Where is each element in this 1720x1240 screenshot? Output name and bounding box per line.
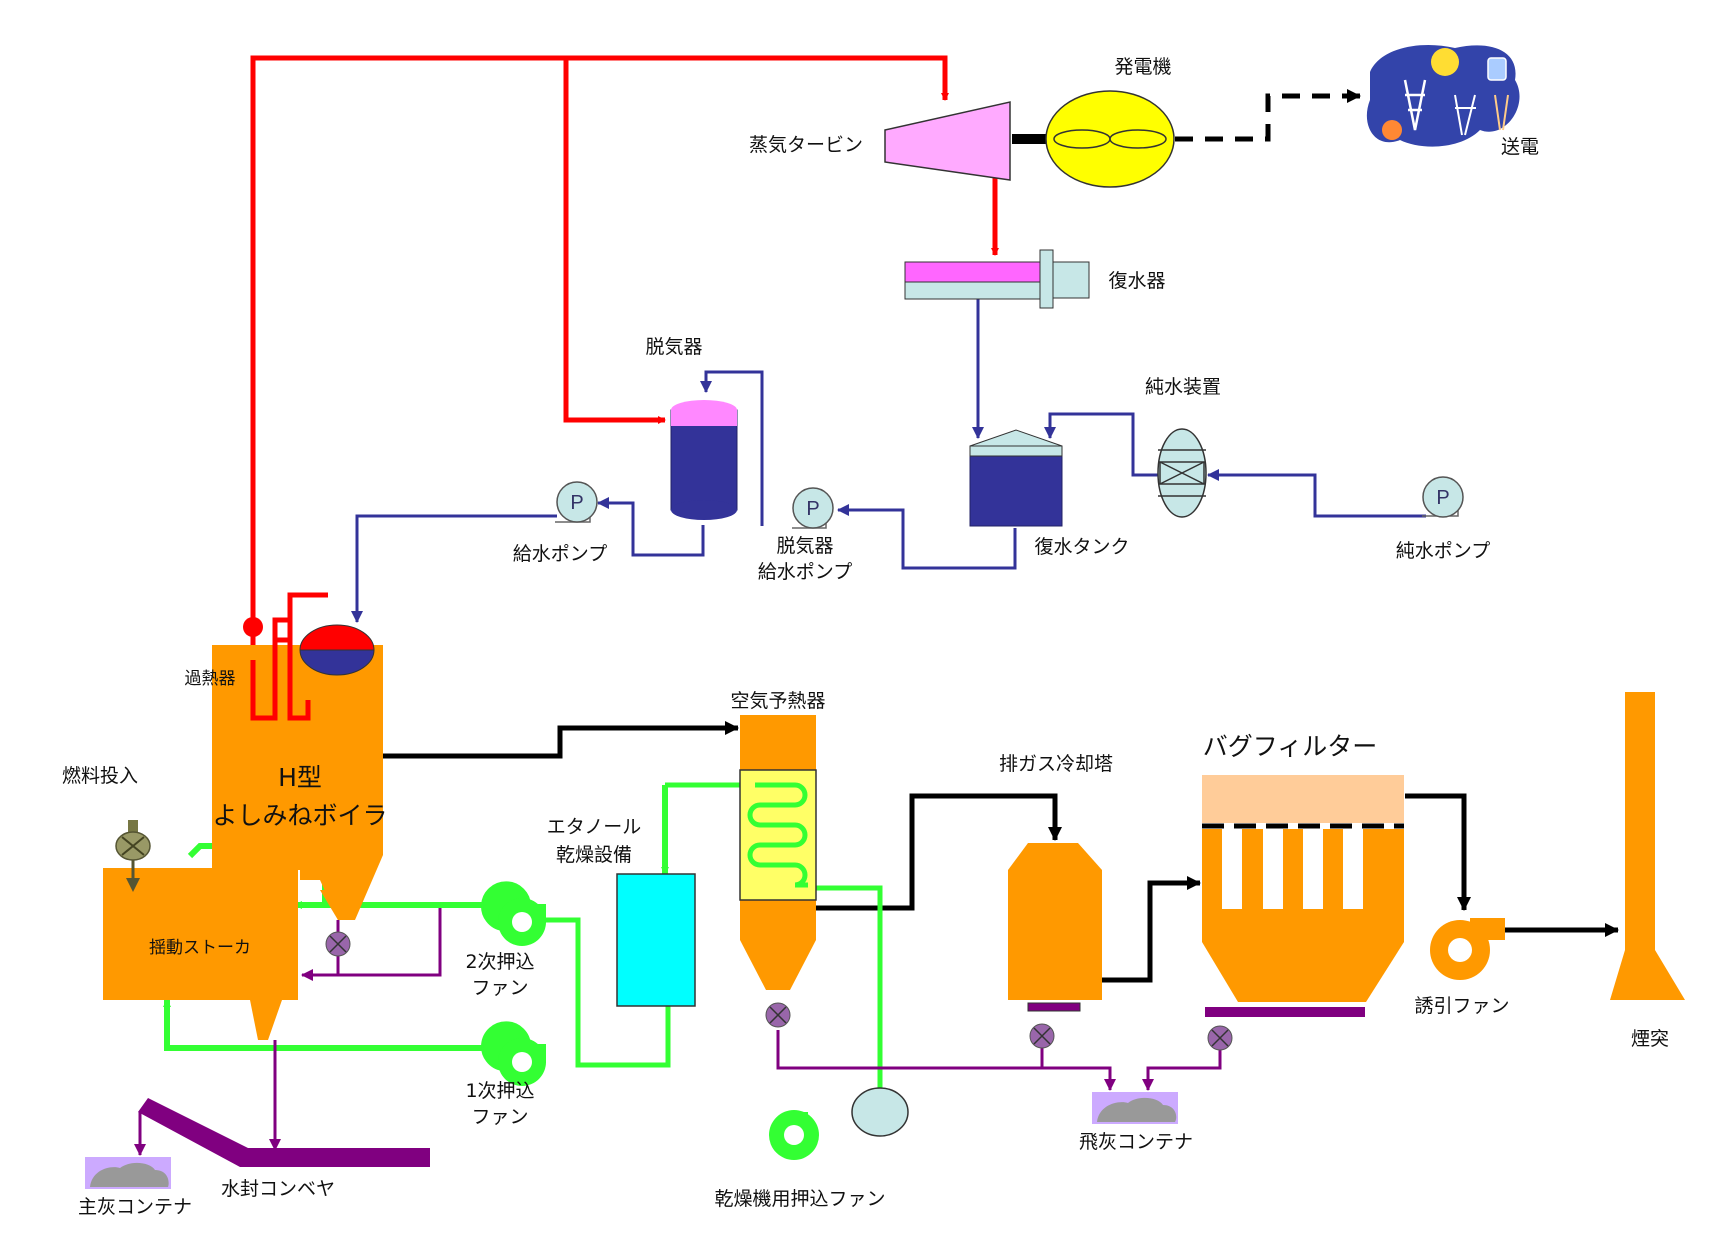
- condenser-end: [1052, 261, 1090, 299]
- label-pure-water-pump: 純水ポンプ: [1396, 540, 1490, 562]
- deaerator-feed-pump-symbol: P: [806, 498, 819, 520]
- dryer-fan-silencer: [851, 1087, 909, 1137]
- label-water-seal-conveyor: 水封コンベヤ: [221, 1178, 335, 1200]
- preheater-ash-valve-icon: [765, 1002, 791, 1028]
- label-stoker: 揺動ストーカ: [149, 938, 251, 958]
- water-line-deaerator-feedpump: [597, 497, 705, 557]
- air-secondary-feed: [540, 917, 671, 1068]
- main-ash-container: [85, 1157, 171, 1189]
- feed-pump-icon: P: [555, 481, 598, 523]
- label-induced-fan: 誘引ファン: [1414, 995, 1509, 1017]
- ethanol-dryer: [616, 873, 696, 1007]
- label-ethanol-dryer-line2: 乾燥設備: [556, 844, 632, 866]
- induced-fan-icon: [1430, 918, 1505, 980]
- label-deaerator-feed-pump-line2: 給水ポンプ: [758, 561, 852, 583]
- power-transmission-icon: [1366, 45, 1520, 147]
- label-superheater: 過熱器: [185, 669, 236, 689]
- label-chimney: 煙突: [1631, 1028, 1669, 1050]
- bagfilter-ash-valve-icon: [1207, 1025, 1233, 1051]
- water-line-tank-deaerator-pump: [837, 504, 1017, 570]
- water-line-purepump-unit: [1207, 469, 1426, 518]
- label-condenser: 復水器: [1108, 270, 1165, 292]
- fly-ash-container: [1092, 1092, 1178, 1124]
- transmission-line: [1175, 89, 1361, 142]
- flue-boiler-airpreheater: [383, 721, 739, 759]
- label-primary-fan-line2: ファン: [471, 1106, 528, 1128]
- label-dryer-fan: 乾燥機用押込ファン: [714, 1188, 885, 1210]
- condenser-pink: [904, 261, 1046, 283]
- chimney: [1610, 692, 1685, 1000]
- deaerator: [670, 400, 738, 520]
- cooler-ash-valve-icon: [1029, 1023, 1055, 1049]
- pure-water-unit: [1157, 428, 1207, 518]
- generator-windings-icon: [1053, 129, 1167, 149]
- deaerator-feed-pump-icon: P: [792, 487, 834, 529]
- water-lines: [351, 298, 1426, 623]
- label-transmission: 送電: [1501, 136, 1539, 158]
- label-boiler-line1: H型: [278, 763, 322, 792]
- condensate-tank: [969, 429, 1063, 527]
- label-flue-gas-cooler: 排ガス冷却塔: [999, 753, 1113, 775]
- condenser-flange: [1039, 249, 1054, 309]
- steam-line-main: [250, 55, 949, 626]
- condenser-body: [904, 281, 1046, 300]
- label-fuel-input: 燃料投入: [62, 765, 138, 787]
- flue-gas-cooler: [1008, 843, 1102, 1012]
- water-seal-conveyor: [138, 1098, 430, 1167]
- label-main-ash-container: 主灰コンテナ: [78, 1196, 192, 1218]
- water-line-pump-deaerator: [700, 370, 764, 526]
- flue-bagfilter-fan: [1405, 793, 1471, 911]
- steam-drum: [299, 624, 375, 676]
- label-deaerator: 脱気器: [645, 336, 702, 358]
- ash-bagfilter-fly: [1142, 1050, 1222, 1091]
- label-generator: 発電機: [1114, 56, 1171, 78]
- fuel-valve-icon: [115, 820, 151, 892]
- label-secondary-fan-line2: ファン: [471, 977, 528, 999]
- pure-water-pump-icon: P: [1422, 476, 1464, 518]
- bag-filter: [1202, 775, 1404, 1017]
- water-line-feedpump-drum: [351, 514, 557, 623]
- ash-preheater-fly: [776, 1030, 1116, 1091]
- pure-water-pump-symbol: P: [1436, 487, 1449, 509]
- water-line-unit-tank: [1044, 412, 1160, 477]
- label-air-preheater: 空気予熱器: [730, 690, 825, 712]
- air-dryerfan-to-preheater: [808, 885, 883, 1095]
- label-condensate-tank: 復水タンク: [1034, 536, 1129, 558]
- label-feed-pump: 給水ポンプ: [513, 543, 607, 565]
- label-steam-turbine: 蒸気タービン: [749, 134, 863, 156]
- flue-cooler-bagfilter: [1102, 876, 1201, 983]
- air-preheater: [739, 715, 817, 990]
- primary-fan-icon: [481, 1021, 546, 1086]
- air-primary-to-stoker: [163, 999, 502, 1051]
- superheater-tubes: [250, 637, 311, 721]
- ash-lines: [134, 908, 1222, 1156]
- steam-lines: [250, 55, 999, 721]
- steam-turbine: [884, 101, 1011, 181]
- flue-gas-lines: [383, 89, 1619, 983]
- label-bag-filter: バグフィルター: [1203, 732, 1378, 761]
- drum-riser: [287, 592, 328, 630]
- dryer-fan-icon: [769, 1110, 819, 1160]
- stoker: [103, 868, 298, 1040]
- label-secondary-fan-line1: 2次押込: [465, 951, 534, 973]
- secondary-fan-icon: [481, 881, 546, 946]
- label-primary-fan-line1: 1次押込: [465, 1080, 534, 1102]
- label-deaerator-feed-pump-line1: 脱気器: [776, 535, 833, 557]
- label-ethanol-dryer-line1: エタノール: [547, 816, 641, 838]
- feed-pump-symbol: P: [570, 492, 583, 514]
- steam-junction-dot: [243, 617, 263, 637]
- steam-line-deaerator: [563, 58, 666, 424]
- boiler-ash-valve-icon: [325, 931, 351, 957]
- label-fly-ash-container: 飛灰コンテナ: [1079, 1131, 1193, 1153]
- label-pure-water-unit: 純水装置: [1145, 376, 1221, 398]
- label-boiler-line2: よしみねボイラ: [212, 801, 387, 830]
